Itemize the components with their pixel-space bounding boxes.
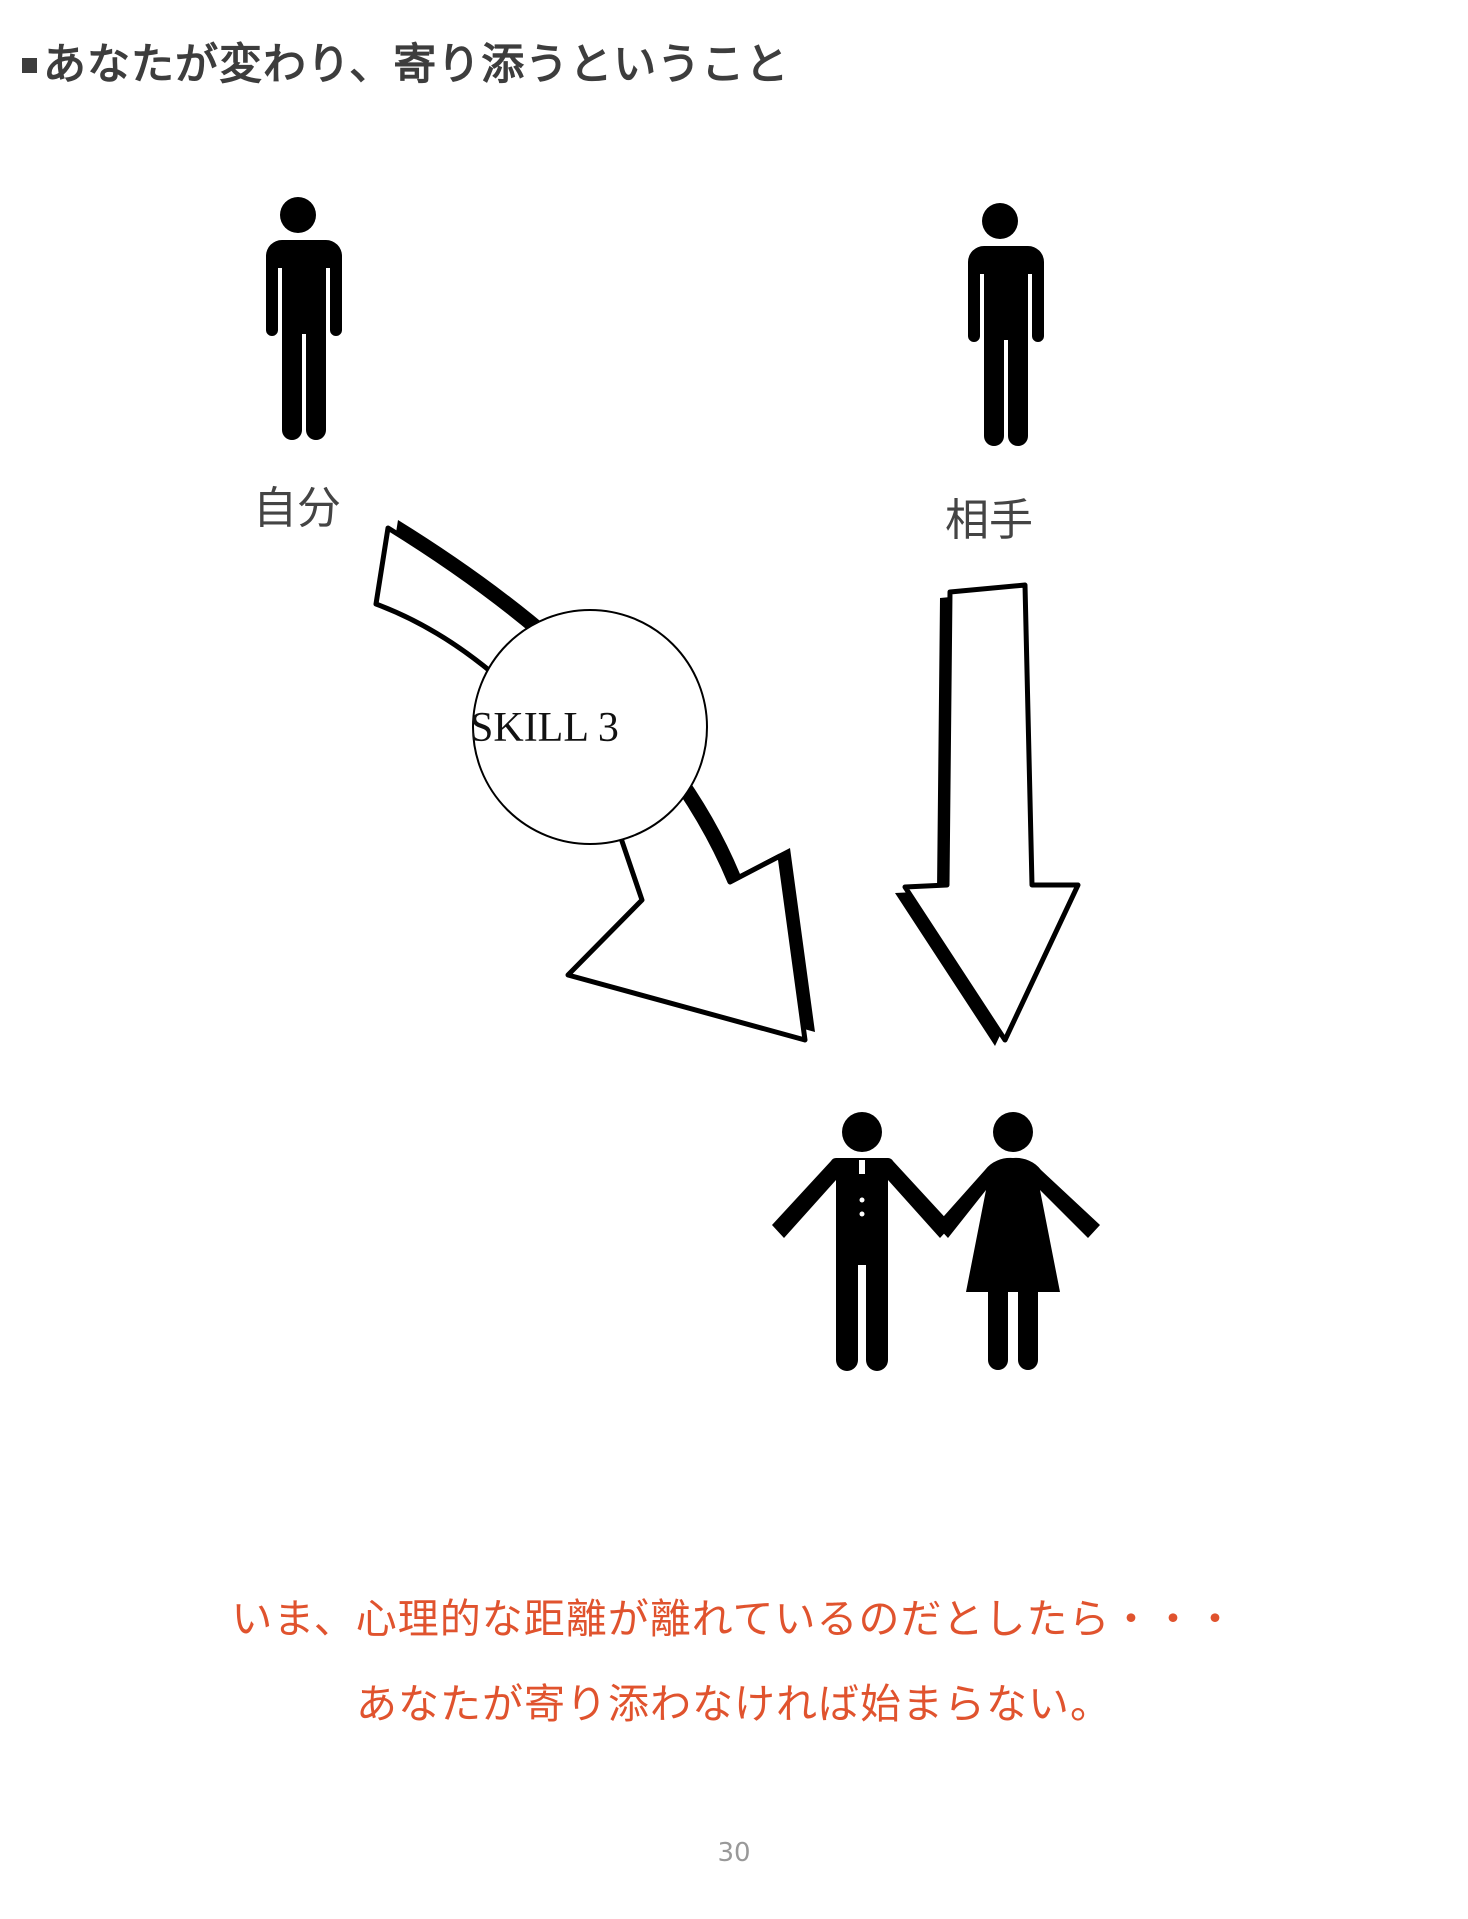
partner-person-icon — [968, 203, 1044, 446]
down-arrow-icon — [895, 582, 1081, 1046]
skill-badge-label: SKILL 3 — [470, 705, 619, 751]
self-person-icon — [266, 197, 342, 440]
caption-line-2: あなたが寄り添わなければ始まらない。 — [356, 1680, 1112, 1728]
woman-figure-icon — [936, 1112, 1100, 1370]
page-title: あなたが変わり、寄り添うということ — [22, 30, 789, 92]
page-number: 30 — [717, 1838, 751, 1868]
man-figure-icon — [772, 1112, 952, 1371]
bullet-square-icon — [22, 57, 37, 73]
skill-badge-circle — [472, 609, 708, 845]
self-label: 自分 — [253, 483, 341, 534]
caption-line-1: いま、心理的な距離が離れているのだとしたら・・・ — [231, 1595, 1237, 1643]
partner-label: 相手 — [945, 495, 1033, 546]
page-title-text: あなたが変わり、寄り添うということ — [43, 40, 790, 90]
